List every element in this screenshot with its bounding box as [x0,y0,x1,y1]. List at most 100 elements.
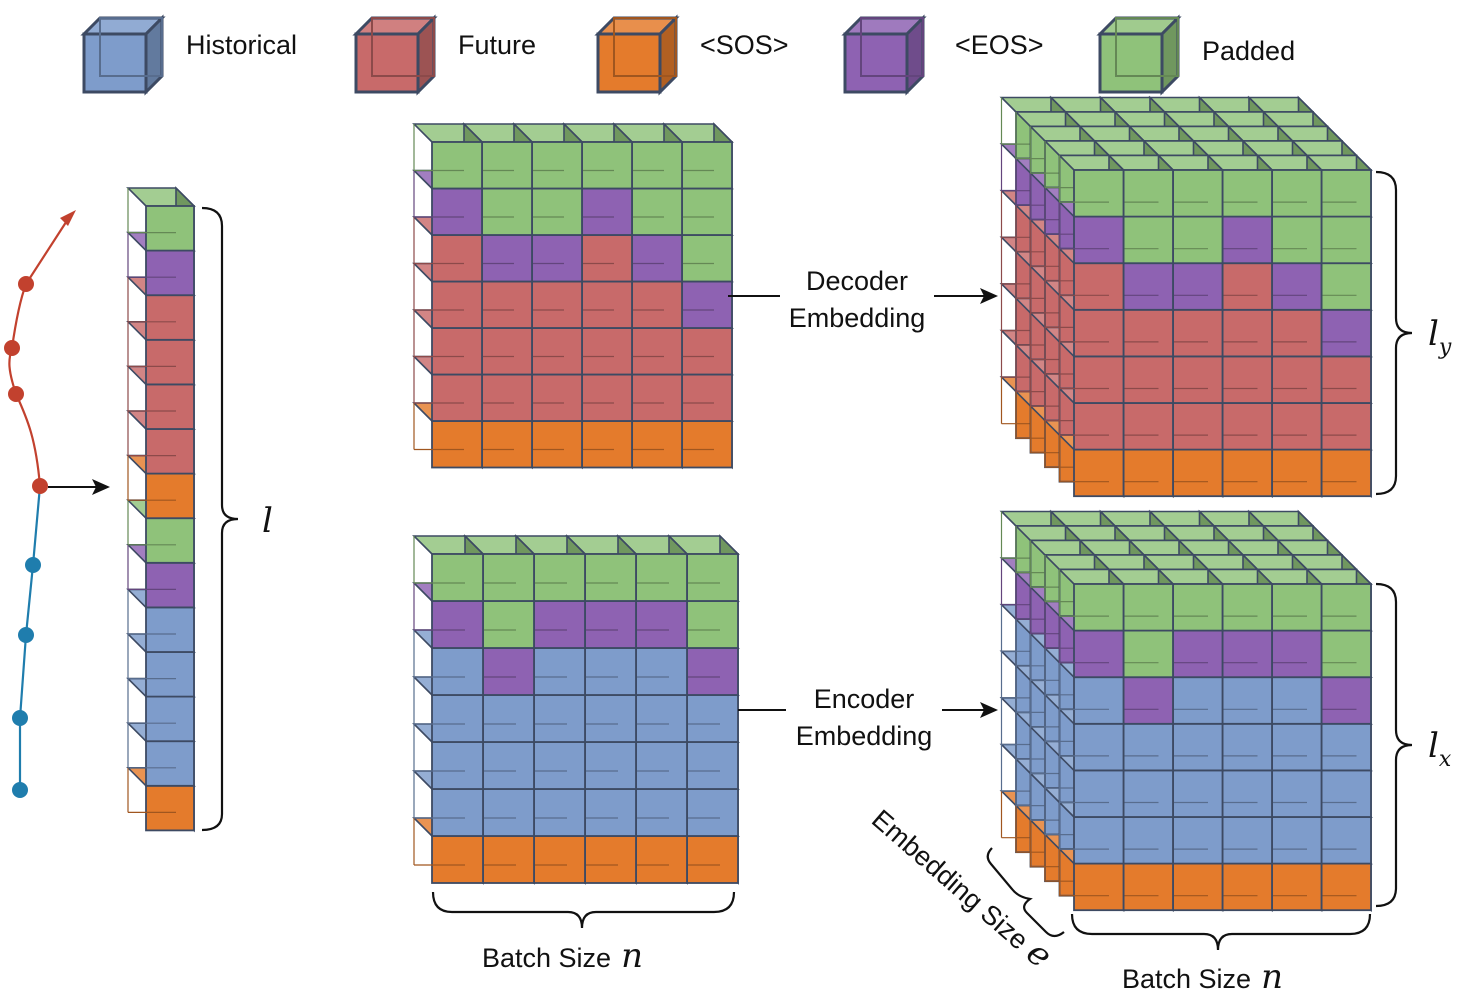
encoder-batch-grid [412,534,740,885]
cube-front [145,338,195,386]
cube-front [145,428,195,475]
encoder-cell-padded [463,534,536,603]
cube-front [431,234,483,283]
cube-front [1271,402,1323,451]
cube-front [1122,215,1174,265]
cube-front [431,141,483,190]
legend-sos-label: <SOS> [700,30,789,60]
cube-front [481,280,533,329]
cube-front [1320,308,1372,358]
cube-front [1320,629,1372,679]
cube-front [1221,583,1273,632]
cube-front [481,327,533,376]
legend-cube-front [82,32,148,94]
cube-front [584,553,637,602]
length-brace [201,206,239,832]
legend-cube-front [843,32,909,94]
cube-front [531,141,583,190]
cube-front [631,420,683,469]
cube-front [482,741,535,790]
cube-front [145,205,195,252]
cube-front [1271,583,1323,632]
cube-front [686,600,739,649]
cube-front [635,835,688,884]
decoder-cube-cell-padded [1305,153,1373,219]
cube-front [1073,862,1125,912]
legend-cube-inner [860,17,924,77]
cube-front [145,695,195,743]
cube-front [1073,169,1125,218]
cube-front [686,694,739,743]
legend-cube-inner [371,17,435,77]
cube-front [681,327,733,376]
cube-front [1320,583,1372,632]
cube-front [1122,816,1174,865]
cube-front [584,694,637,743]
cube-front [1172,676,1224,725]
cube-front [482,600,535,649]
cube-front [1073,355,1125,404]
cube-front [631,280,683,329]
cube-front [145,784,195,832]
cube-front [1073,629,1125,679]
decoder-label-line2: Embedding [789,303,926,333]
cube-front [581,280,633,329]
cube-front [431,327,483,376]
cube-front [533,694,586,743]
cube-front [686,553,739,602]
cube-front [681,234,733,283]
single-sequence-column [126,186,196,833]
encoder-label-line1: Encoder [814,684,915,714]
cube-front [1320,769,1372,818]
encoder-cell-padded [667,534,740,603]
cube-front [1073,215,1125,265]
legend-historical-label: Historical [186,30,297,60]
cube-front [145,294,195,341]
cube-front [1221,169,1273,218]
cube-front [1122,722,1174,772]
cube-front [431,741,484,790]
cube-front [1271,816,1323,865]
encoder-arrowhead [980,702,998,718]
cube-front [1271,169,1323,218]
future-point [4,340,20,356]
cube-front [431,835,484,884]
cube-front [1221,402,1273,451]
cube-front [431,647,484,696]
cube-front [431,694,484,743]
cube-front [1320,402,1372,451]
cube-front [531,280,583,329]
cube-front [1221,262,1273,311]
cube-front [533,647,586,696]
legend-cube-inner [99,17,163,77]
encoder-cube-cell-padded [1156,567,1225,633]
cube-front [145,517,195,564]
cube-front [1221,862,1273,912]
cube-front [481,420,533,469]
cube-front [482,788,535,837]
cube-front [431,600,484,649]
legend-cube-front [1098,32,1164,94]
cube-front [581,234,633,283]
cube-front [584,788,637,837]
cube-front [1221,722,1273,772]
cube-front [581,327,633,376]
cube-front [1073,722,1125,772]
cube-front [1320,262,1372,311]
legend-cube-inner [613,17,677,77]
legend-cube-front [354,32,420,94]
cube-front [1221,629,1273,679]
decoder-label-line1: Decoder [806,266,908,296]
encoder-cube-cell-padded [1305,567,1373,633]
cube-front [533,741,586,790]
cube-front [1320,448,1372,498]
decoder-length-label: ly [1428,314,1452,360]
length-label: l [262,501,273,541]
cube-front [531,187,583,236]
cube-front [1122,862,1174,912]
cube-front [1172,769,1224,818]
cube-front [1073,262,1125,311]
cube-front [1271,308,1323,358]
embedding-size-brace [986,847,1065,938]
